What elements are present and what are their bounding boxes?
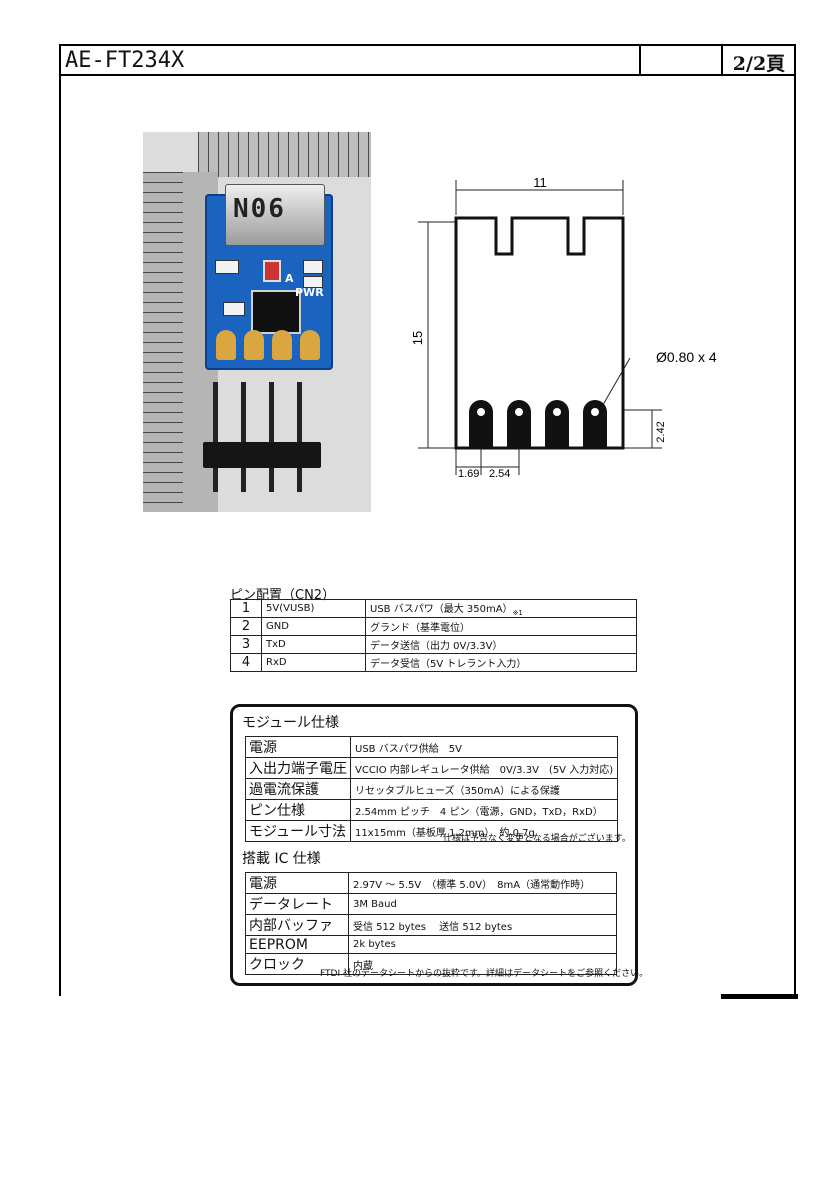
table-row: 内部バッファ受信 512 bytes 送信 512 bytes	[245, 914, 617, 936]
usb-connector	[225, 184, 325, 246]
spec-key: EEPROM	[245, 935, 349, 954]
model-title: AE-FT234X	[65, 48, 185, 73]
led	[263, 260, 281, 282]
header-divider	[721, 46, 723, 74]
hole-dim: Ø0.80 x 4	[656, 349, 717, 365]
pin-number: 2	[230, 617, 262, 636]
component	[223, 302, 245, 316]
spec-key: 入出力端子電圧	[245, 757, 351, 779]
spec-value: VCCIO 内部レギュレータ供給 0V/3.3V (5V 入力対応)	[349, 757, 619, 779]
height-dim: 15	[410, 331, 425, 345]
pin-name: GND	[261, 617, 366, 636]
header-bar: AE-FT234X 2/2頁	[59, 44, 796, 76]
pin-desc: USB バスパワ（最大 350mA）※1	[365, 599, 637, 618]
header-pin	[213, 382, 218, 492]
pad	[300, 330, 320, 360]
pin-desc: グランド（基準電位）	[365, 617, 637, 636]
pin-number: 3	[230, 635, 262, 654]
hole	[553, 408, 561, 416]
width-dim: 11	[533, 175, 547, 190]
pin-desc: データ受信（5V トレラント入力）	[365, 653, 637, 672]
footer-bar	[721, 994, 798, 999]
ruler-ticks	[198, 132, 371, 177]
product-photo: N06 PWR A	[143, 132, 371, 512]
page-number: 2/2頁	[732, 53, 786, 75]
leader-line	[599, 357, 631, 411]
spec-key: 過電流保護	[245, 778, 351, 800]
hole	[515, 408, 523, 416]
component	[303, 276, 323, 288]
spec-key: 電源	[245, 736, 351, 758]
component	[303, 260, 323, 274]
pin-table: 1 5V(VUSB) USB バスパワ（最大 350mA）※1 2 GND グラ…	[230, 599, 637, 672]
pin-number: 1	[230, 599, 262, 618]
offset-dim: 1.69	[458, 468, 479, 480]
header-pin	[269, 382, 274, 492]
pad-outline	[469, 400, 493, 448]
spec-value: 2k bytes	[348, 935, 617, 954]
pad-outline	[583, 400, 607, 448]
pin-name: RxD	[261, 653, 366, 672]
pin-name: TxD	[261, 635, 366, 654]
header-pin	[297, 382, 302, 492]
spec-value: 3M Baud	[348, 893, 617, 915]
hole	[591, 408, 599, 416]
pin-desc: データ送信（出力 0V/3.3V）	[365, 635, 637, 654]
ic-spec-title: 搭載 IC 仕様	[242, 851, 321, 867]
header-divider	[639, 46, 641, 74]
table-row: 過電流保護リセッタブルヒューズ（350mA）による保護	[245, 778, 619, 800]
usb-marking: N06	[233, 194, 286, 224]
spec-value: USB バスパワ供給 5V	[349, 736, 619, 758]
pwr-label: PWR	[295, 286, 324, 299]
spec-value: 内蔵	[348, 953, 617, 975]
ft234x-chip	[251, 290, 301, 334]
header-pin	[241, 382, 246, 492]
spec-value: 2.97V ～ 5.5V （標準 5.0V） 8mA（通常動作時）	[348, 872, 617, 894]
pad-outline	[545, 400, 569, 448]
table-row: 1 5V(VUSB) USB バスパワ（最大 350mA）※1	[230, 599, 637, 618]
edge-dim: 2.42	[655, 421, 667, 442]
pin-number: 4	[230, 653, 262, 672]
spec-key: ピン仕様	[245, 799, 351, 821]
table-row: 2 GND グランド（基準電位）	[230, 617, 637, 636]
spec-key: 内部バッファ	[245, 914, 349, 936]
spec-value: 11x15mm（基板厚 1.2mm） 約 0.7g	[349, 820, 619, 842]
dimension-drawing: 11 15 Ø0.80 x 4 2.42 1.69 2.54	[410, 175, 717, 480]
pad	[272, 330, 292, 360]
spec-value: 受信 512 bytes 送信 512 bytes	[348, 914, 617, 936]
spec-box	[230, 704, 638, 986]
pad	[216, 330, 236, 360]
module-spec-note: 仕様は予告なく変更となる場合がございます。	[443, 834, 631, 844]
spec-value: リセッタブルヒューズ（350mA）による保護	[349, 778, 619, 800]
ic-spec-note: FTDI 社のデータシートからの抜粋です。詳細はデータシートをご参照ください。	[320, 969, 649, 979]
pitch-dim: 2.54	[489, 468, 510, 480]
spec-key: 電源	[245, 872, 349, 894]
pad-outline	[507, 400, 531, 448]
table-row: クロック内蔵	[245, 953, 617, 975]
component	[215, 260, 239, 274]
pin-header-body	[203, 442, 321, 468]
module-spec-title: モジュール仕様	[242, 715, 340, 731]
hole	[477, 408, 485, 416]
board-outline	[454, 216, 625, 450]
table-row: 3 TxD データ送信（出力 0V/3.3V）	[230, 635, 637, 654]
spec-key: モジュール寸法	[245, 820, 351, 842]
pin-note: ※1	[512, 609, 523, 617]
pin-name: 5V(VUSB)	[261, 599, 366, 618]
table-row: 4 RxD データ受信（5V トレラント入力）	[230, 653, 637, 672]
pad	[244, 330, 264, 360]
a-label: A	[285, 272, 294, 285]
spec-value: 2.54mm ピッチ 4 ピン（電源，GND，TxD，RxD）	[349, 799, 619, 821]
spec-key: データレート	[245, 893, 349, 915]
